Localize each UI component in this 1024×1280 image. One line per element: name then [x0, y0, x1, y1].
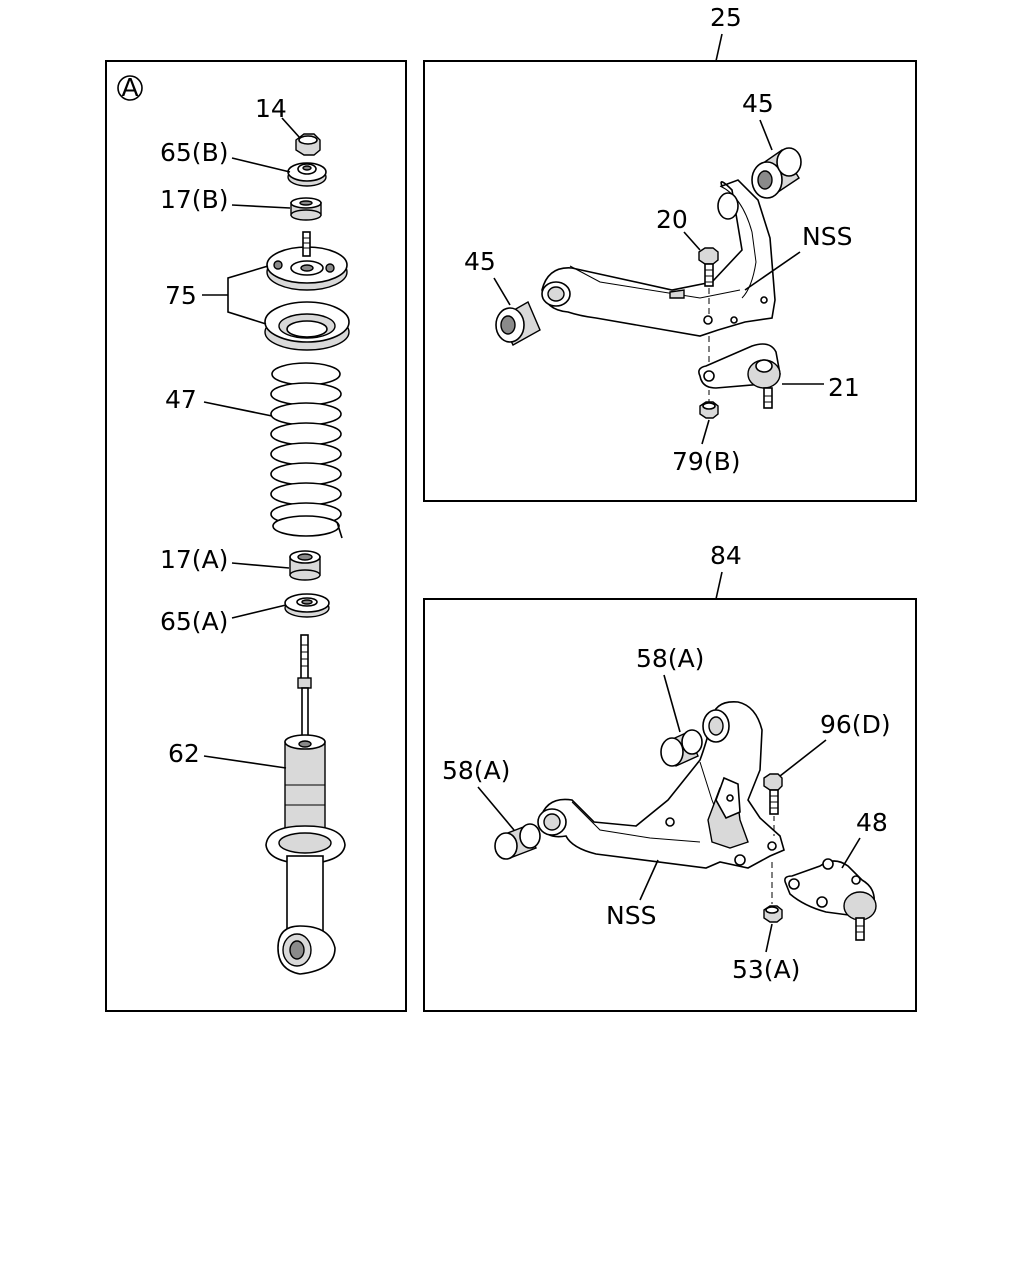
panel-strut-assembly: A 14 65(B) 17(B): [105, 60, 407, 1012]
part-58a-bushing-left: [494, 823, 541, 860]
label-79b: 79(B): [672, 447, 740, 476]
part-lower-control-arm: [537, 701, 785, 869]
panel-a-frame: [105, 60, 407, 1012]
label-45-right: 45: [742, 89, 774, 118]
label-53a: 53(A): [732, 955, 800, 984]
part-65a-washer: [284, 593, 330, 618]
label-20: 20: [656, 205, 688, 234]
part-65b-washer: [287, 162, 327, 187]
label-nss-upper: NSS: [802, 222, 852, 251]
label-58a-upper: 58(A): [636, 644, 704, 673]
panel-a-marker: A: [121, 73, 138, 102]
part-45-bushing-left: [495, 301, 541, 346]
part-53a-nut: [763, 862, 783, 923]
part-upper-control-arm: [541, 179, 776, 337]
panel-a-marker-circle: [117, 75, 143, 101]
ref-25: 25: [710, 3, 742, 32]
label-21: 21: [828, 373, 860, 402]
part-14-nut: [295, 133, 321, 156]
panel-lower-frame: [423, 598, 917, 1012]
part-45-bushing-right: [751, 147, 802, 199]
label-58a-left: 58(A): [442, 756, 510, 785]
part-20-bolt: [698, 247, 719, 316]
label-96d: 96(D): [820, 710, 891, 739]
part-75-spring-seat: [264, 301, 350, 351]
label-45-left: 45: [464, 247, 496, 276]
label-75: 75: [165, 281, 197, 310]
label-48: 48: [856, 808, 888, 837]
label-47: 47: [165, 385, 197, 414]
label-65b: 65(B): [160, 138, 228, 167]
part-48-ball-joint: [784, 858, 877, 941]
part-47-coil-spring: [270, 362, 343, 539]
label-65a: 65(A): [160, 607, 228, 636]
part-17b-bushing: [290, 197, 322, 221]
label-nss-lower: NSS: [606, 901, 656, 930]
label-62: 62: [168, 739, 200, 768]
panel-lower-arm: 84 58(A) 58(A): [423, 541, 917, 1012]
part-62-shock-absorber: [265, 634, 346, 975]
part-17a-bushing: [289, 550, 321, 581]
part-79b-nut: [699, 390, 719, 419]
panel-upper-arm: 25 45 45: [423, 3, 917, 502]
part-58a-bushing-upper: [660, 729, 703, 767]
label-17a: 17(A): [160, 545, 228, 574]
label-17b: 17(B): [160, 185, 228, 214]
part-21-ball-joint: [698, 336, 781, 409]
ref-84: 84: [710, 541, 742, 570]
part-96d-bolt: [763, 773, 783, 836]
panel-upper-frame: [423, 60, 917, 502]
part-75-strut-mount-upper: [266, 231, 348, 291]
label-14: 14: [255, 94, 287, 123]
